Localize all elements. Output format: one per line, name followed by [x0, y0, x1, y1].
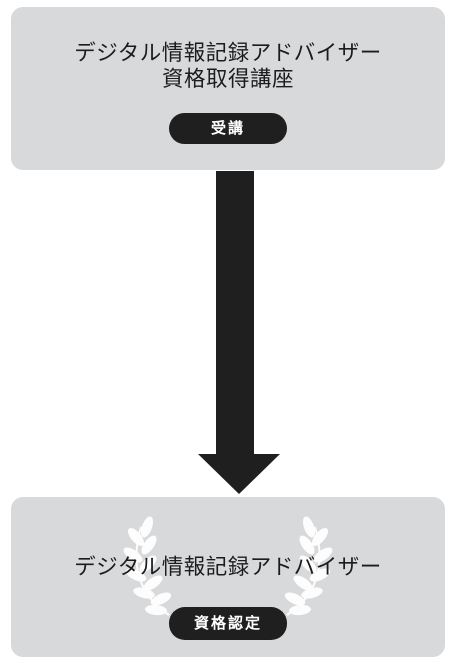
- attend-badge: 受講: [169, 113, 287, 144]
- arrow-shaft: [216, 171, 254, 456]
- course-box: デジタル情報記録アドバイザー 資格取得講座 受講: [11, 7, 445, 170]
- certification-badge: 資格認定: [169, 607, 287, 640]
- course-title-line2: 資格取得講座: [161, 67, 294, 92]
- course-title-line1: デジタル情報記録アドバイザー: [74, 41, 382, 66]
- certification-title: デジタル情報記録アドバイザー: [74, 555, 382, 580]
- arrow-head: [198, 454, 280, 494]
- certification-box: デジタル情報記録アドバイザー 資格認定: [11, 497, 445, 657]
- laurel-wreath-icon: [123, 516, 333, 616]
